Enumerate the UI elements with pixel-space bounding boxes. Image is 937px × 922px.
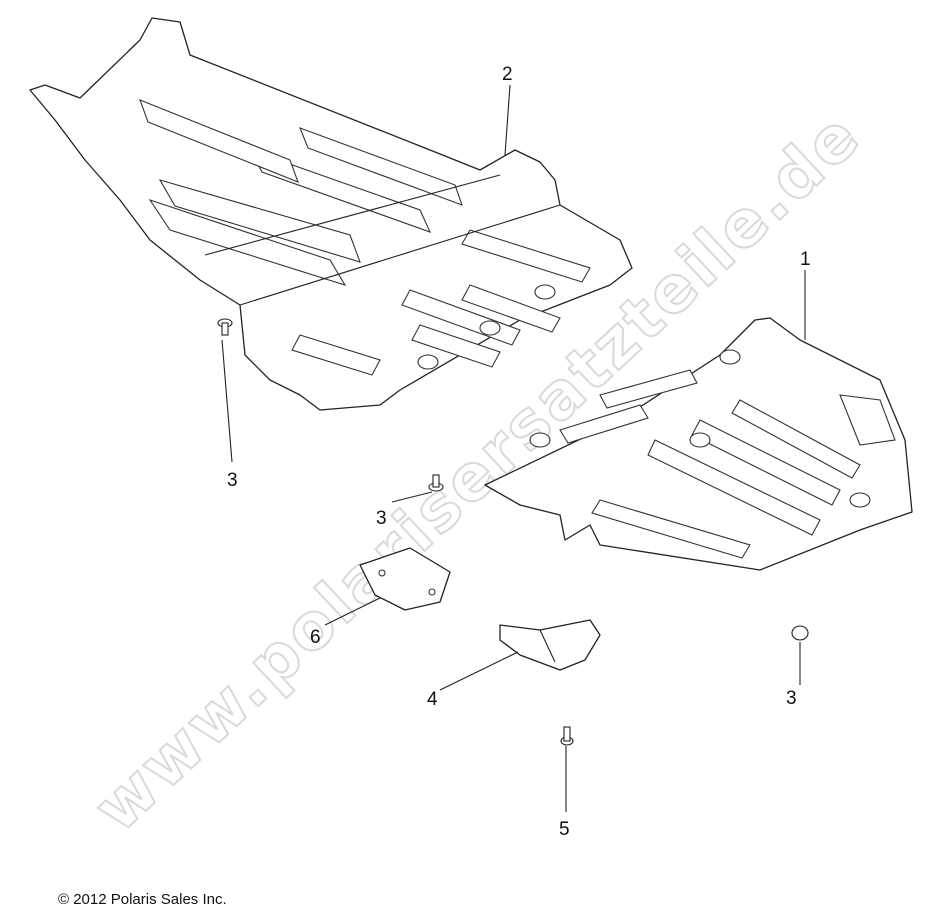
leader-lines: [221, 84, 806, 812]
skid-plate-rear: [29, 17, 633, 411]
callout-part-4: 4: [427, 689, 438, 710]
callout-part-3-middle: 3: [376, 508, 387, 529]
fastener-middle: [428, 474, 444, 492]
callout-part-1: 1: [800, 249, 811, 270]
callout-part-6: 6: [310, 627, 321, 648]
skid-plate-front: [484, 317, 913, 571]
angle-bracket: [499, 619, 601, 671]
fastener-left: [217, 318, 233, 336]
callout-part-3-left: 3: [227, 470, 238, 491]
fastener-right: [791, 625, 809, 641]
callout-part-3-right: 3: [786, 688, 797, 709]
copyright-notice: © 2012 Polaris Sales Inc.: [58, 891, 227, 908]
callout-part-2: 2: [502, 64, 513, 85]
callout-part-5: 5: [559, 819, 570, 840]
bracket-plate: [359, 547, 451, 611]
fastener-bottom: [560, 726, 574, 746]
